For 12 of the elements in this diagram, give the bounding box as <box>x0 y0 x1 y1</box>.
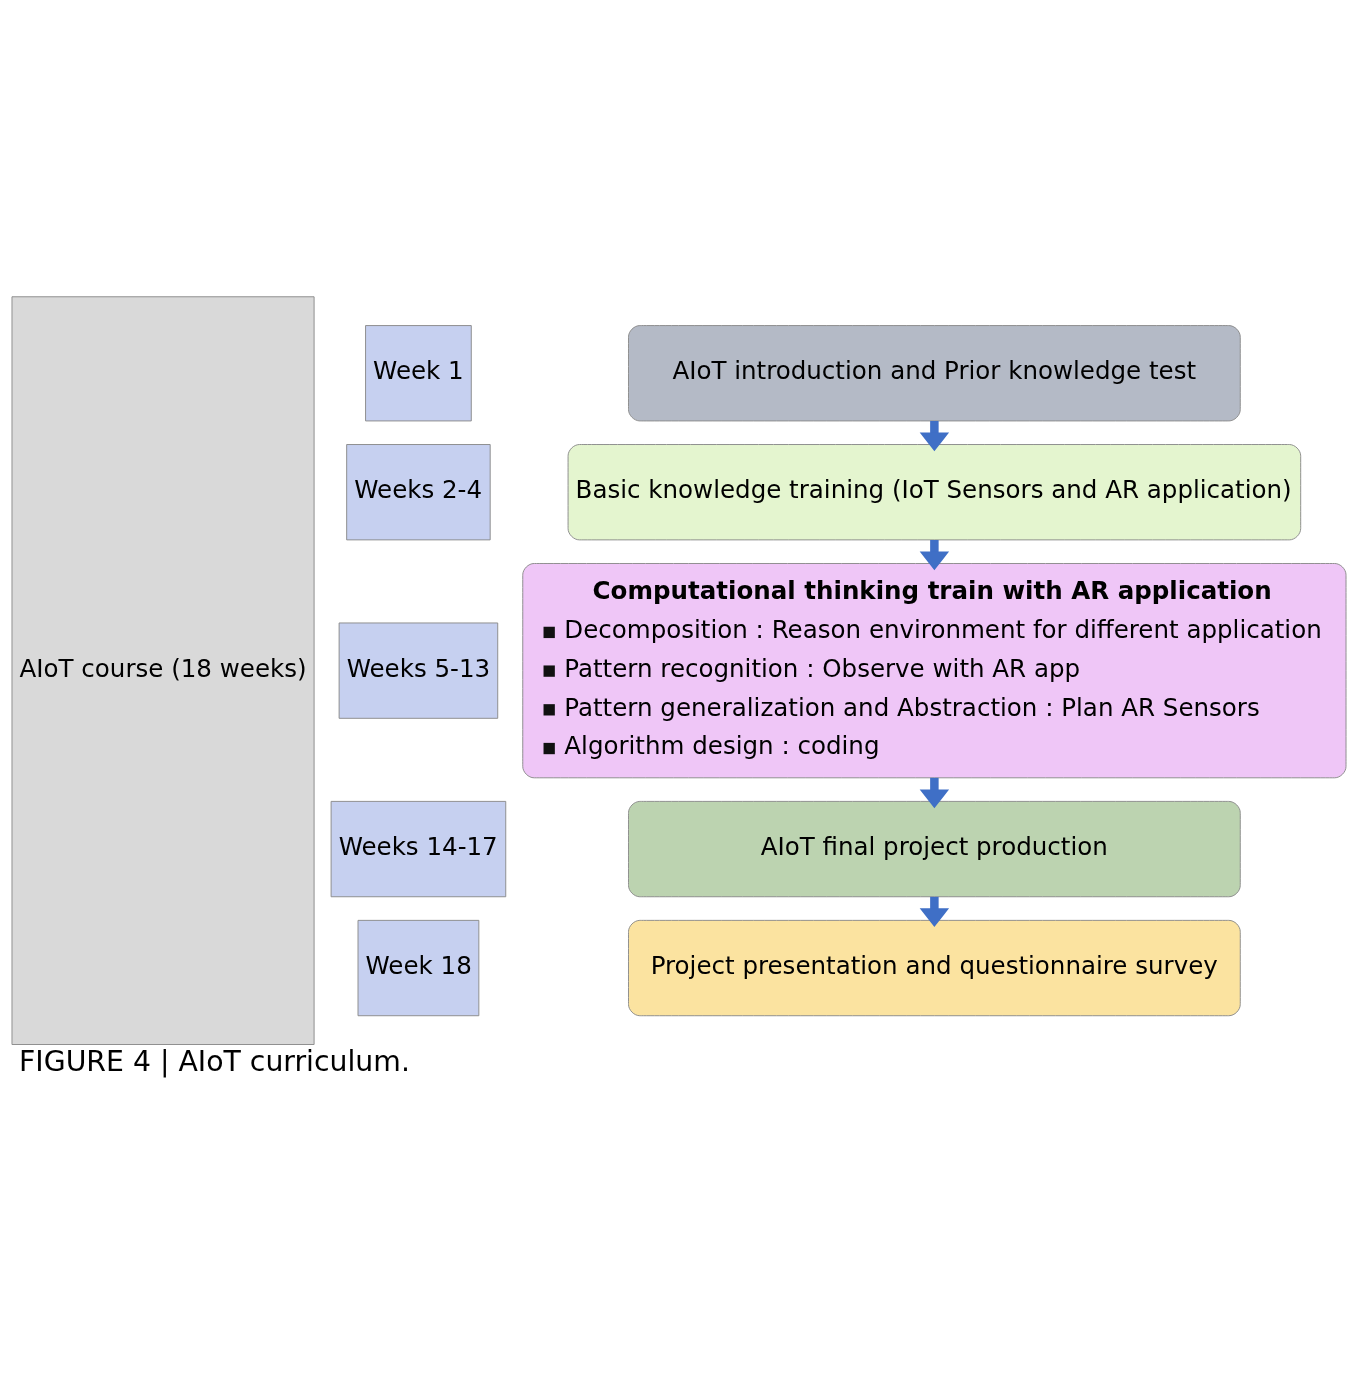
node-box: Weeks 2-4 <box>346 444 491 541</box>
node-box: Computational thinking train with AR application Decomposition : Reason environment for different application Pattern recognition : Observe with AR app Pattern generalization and Abstraction : Plan AR Sensors Algorithm design : coding <box>522 563 1347 779</box>
node-box: AIoT introduction and Prior knowledge test <box>628 325 1241 422</box>
node-box: Weeks 14-17 <box>330 800 507 898</box>
node-box: AIoT course (18 weeks) <box>11 296 315 1045</box>
node-box: Basic knowledge training (IoT Sensors and AR application) <box>567 444 1302 541</box>
node-box: Project presentation and questionnaire survey <box>628 919 1241 1017</box>
node-box: Week 1 <box>365 325 472 422</box>
node-box: Weeks 5-13 <box>338 622 499 719</box>
node-box: AIoT final project production <box>628 800 1241 898</box>
caption: FIGURE 4 | AIoT curriculum. <box>19 1044 410 1078</box>
node-box: Week 18 <box>357 919 480 1017</box>
